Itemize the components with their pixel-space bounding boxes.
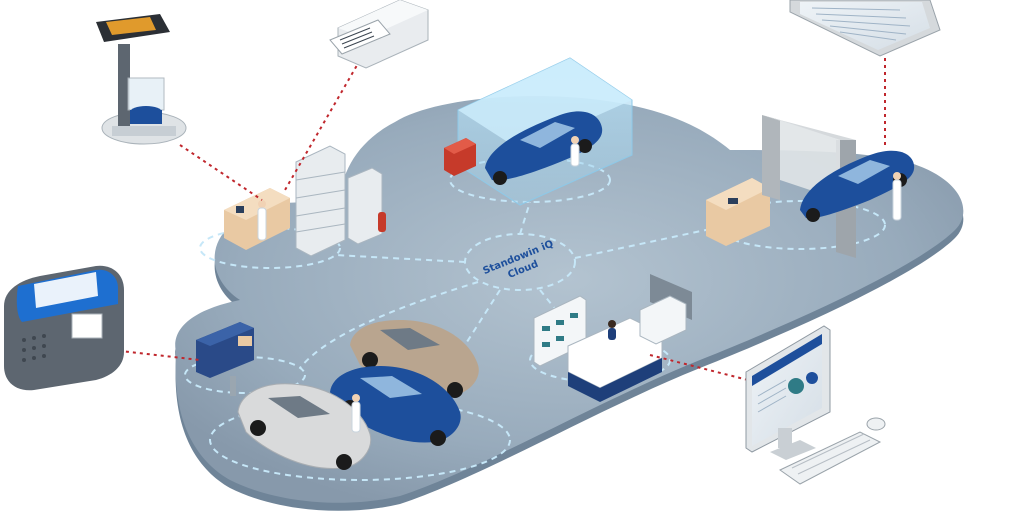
link-mixing-machine	[111, 349, 201, 361]
link-scale	[179, 144, 263, 201]
mixing-machine-icon	[4, 265, 124, 391]
scale-station-icon	[96, 14, 187, 145]
parking-area	[237, 320, 479, 470]
link-hub-service	[574, 227, 716, 259]
station-ring-paint-bay	[449, 157, 611, 203]
back-desk	[639, 295, 687, 345]
painter-figure	[570, 136, 580, 167]
fire-extinguisher	[378, 212, 386, 232]
link-computer	[649, 354, 749, 381]
blue-car-paint	[485, 111, 603, 185]
link-hub-workbench	[299, 281, 479, 369]
technician-parking	[351, 394, 361, 433]
link-hub-paint	[519, 201, 531, 235]
mixing-station	[224, 145, 386, 257]
silver-car	[237, 383, 372, 470]
device-links	[111, 58, 886, 381]
technician-left	[257, 200, 267, 241]
station-ring-shelving	[199, 227, 341, 269]
red-tool-cabinet	[444, 138, 476, 176]
workbench	[196, 322, 254, 396]
wood-desk-right	[706, 178, 770, 246]
station-ring-service-bay	[714, 200, 886, 250]
desktop-computer-icon	[745, 325, 886, 485]
shelving-unit	[295, 145, 383, 257]
reception-area	[533, 274, 692, 402]
cardboard-box	[238, 336, 252, 346]
paint-bay	[444, 57, 633, 206]
receptionist	[608, 320, 616, 340]
paint-booth-top	[458, 58, 632, 150]
stool	[230, 376, 236, 396]
service-bay	[706, 115, 915, 258]
reception-counter	[567, 317, 663, 402]
technician-right	[892, 172, 902, 221]
station-ring-workbench	[184, 356, 306, 394]
label-printer-icon	[329, 0, 429, 69]
tablet-icon	[789, 0, 941, 57]
wood-desk-left	[224, 188, 290, 250]
